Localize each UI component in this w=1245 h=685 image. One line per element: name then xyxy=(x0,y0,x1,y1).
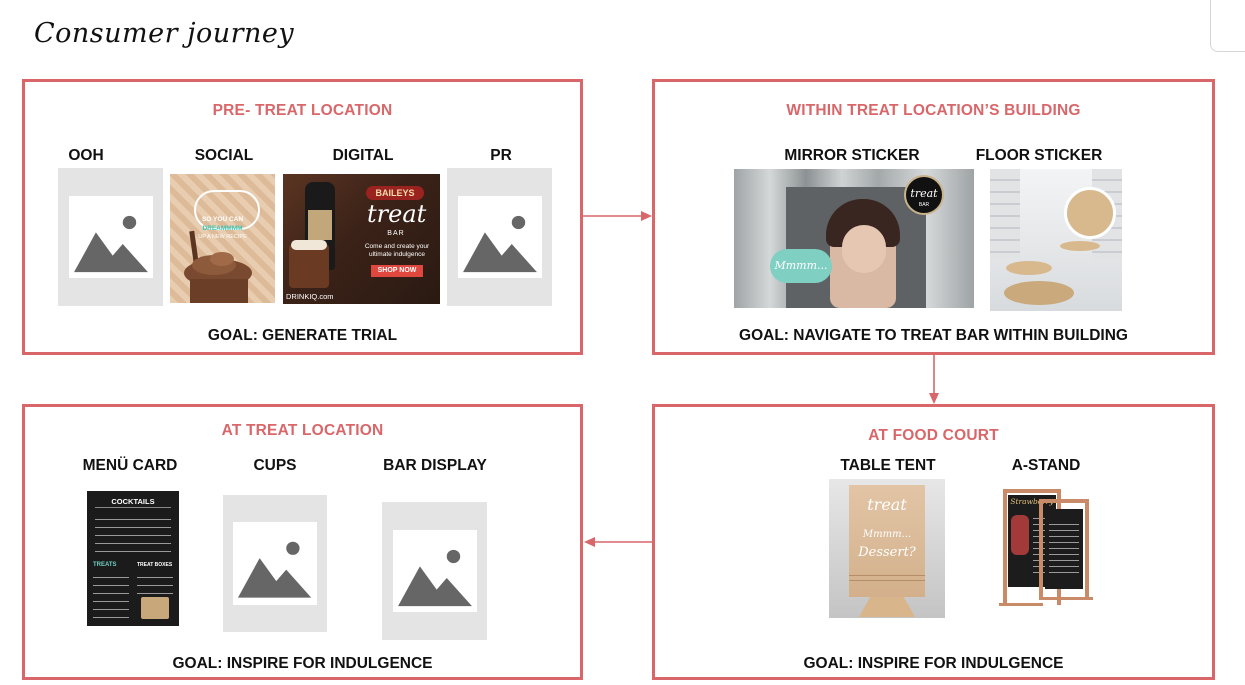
page-title: Consumer journey xyxy=(34,18,295,49)
menu-heading: COCKTAILS xyxy=(111,497,155,506)
digital-word: treat xyxy=(367,200,427,228)
item-label-cups: CUPS xyxy=(253,457,297,474)
item-label-mirror-sticker: MIRROR STICKER xyxy=(784,147,920,164)
stage-within-building: WITHIN TREAT LOCATION’S BUILDING MIRROR … xyxy=(652,79,1215,355)
item-label-floor-sticker: FLOOR STICKER xyxy=(975,147,1103,164)
cups-image-placeholder xyxy=(223,495,327,632)
item-label-table-tent: TABLE TENT xyxy=(840,457,936,474)
stage-goal: GOAL: NAVIGATE TO TREAT BAR WITHIN BUILD… xyxy=(739,327,1128,344)
stage-title: AT FOOD COURT xyxy=(868,427,999,444)
mirror-bubble: Mmmm... xyxy=(770,249,832,283)
menu-boxes: TREAT BOXES xyxy=(137,562,173,568)
social-text-2: DREAMMMM xyxy=(202,225,243,232)
stage-title: AT TREAT LOCATION xyxy=(221,422,384,439)
stage-goal: GOAL: INSPIRE FOR INDULGENCE xyxy=(803,655,1064,672)
mirror-sticker-image: Mmmm... treat BAR xyxy=(734,169,974,308)
mirror-badge-sub: BAR xyxy=(918,202,930,208)
stage-goal: GOAL: GENERATE TRIAL xyxy=(207,327,398,344)
arrow-right-icon xyxy=(583,211,652,221)
stage-at-food-court: AT FOOD COURT TABLE TENT A-STAND treat M… xyxy=(652,404,1215,680)
tent-question: Dessert? xyxy=(858,545,916,560)
dessert-illustration xyxy=(184,230,252,303)
digital-brand: BAILEYS xyxy=(366,186,424,200)
mirror-badge: treat BAR xyxy=(904,175,944,215)
item-label-ooh: OOH xyxy=(68,147,104,164)
image-placeholder-icon xyxy=(462,215,537,272)
tent-word: treat xyxy=(867,495,907,514)
ooh-image-placeholder xyxy=(58,168,163,306)
stage-title: WITHIN TREAT LOCATION’S BUILDING xyxy=(786,102,1081,119)
item-label-social: SOCIAL xyxy=(194,147,254,164)
corner-tab xyxy=(1210,0,1245,52)
bar-display-image-placeholder xyxy=(382,502,487,640)
image-placeholder-icon xyxy=(73,215,148,272)
stage-title: PRE- TREAT LOCATION xyxy=(212,102,393,119)
digital-tagline: Come and create your ultimate indulgence xyxy=(364,243,430,258)
item-label-a-stand: A-STAND xyxy=(1011,457,1081,474)
arrow-left-icon xyxy=(584,537,653,547)
image-placeholder-icon xyxy=(397,549,472,606)
item-label-pr: PR xyxy=(490,147,512,164)
item-label-digital: DIGITAL xyxy=(332,147,394,164)
social-image: SO YOU CAN DREAMMMM UP A NEW RECIPE xyxy=(170,174,275,303)
astand-word: Strawberry xyxy=(1010,497,1054,506)
menu-treats: TREATS xyxy=(93,562,117,568)
item-label-menu-card: MENÜ CARD xyxy=(82,457,178,474)
stage-goal: GOAL: INSPIRE FOR INDULGENCE xyxy=(172,655,433,672)
tent-line: Mmmm... xyxy=(862,529,912,540)
mirror-badge-word: treat xyxy=(910,187,938,200)
social-text-3: UP A NEW RECIPE xyxy=(198,234,247,240)
digital-site: DRINKIQ.com xyxy=(286,292,334,301)
pr-image-placeholder xyxy=(447,168,552,306)
image-placeholder-icon xyxy=(238,542,312,599)
stage-at-treat-location: AT TREAT LOCATION MENÜ CARD CUPS BAR DIS… xyxy=(22,404,583,680)
stage-pre-treat: PRE- TREAT LOCATION OOH SOCIAL DIGITAL P… xyxy=(22,79,583,355)
arrow-down-icon xyxy=(929,355,939,404)
a-stand-image: Strawberry xyxy=(999,485,1095,609)
menu-card-image: COCKTAILS TREATS TREAT BOXES xyxy=(87,491,179,626)
floor-sticker-image xyxy=(990,169,1122,311)
social-text-1: SO YOU CAN xyxy=(201,216,244,223)
table-tent-image: treat Mmmm... Dessert? xyxy=(829,479,945,618)
digital-image: BAILEYS treat BAR Come and create your u… xyxy=(283,174,440,304)
digital-sub: BAR xyxy=(387,230,405,237)
item-label-bar-display: BAR DISPLAY xyxy=(383,457,487,474)
digital-cta: SHOP NOW xyxy=(371,265,423,277)
